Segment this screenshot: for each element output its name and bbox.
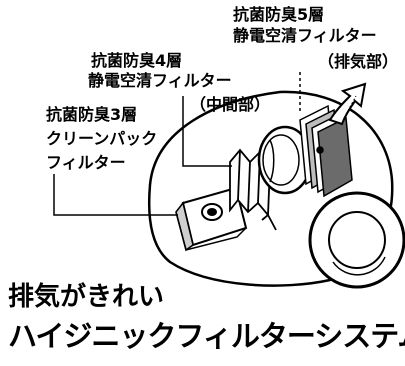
leader-layer3 xyxy=(53,174,178,216)
leader-layer4 xyxy=(182,96,232,167)
vacuum-wheel-hub xyxy=(328,211,386,269)
clean-pack-filter xyxy=(175,186,248,252)
label-layer5-title: 抗菌防臭5層 xyxy=(233,5,325,24)
caption-headline: 排気がきれい xyxy=(8,282,165,312)
label-layer3-name: クリーンパック xyxy=(46,129,158,148)
label-layer4-position: （中間部） xyxy=(190,95,271,114)
exhaust-filter-stack xyxy=(299,104,353,198)
label-layer3-name-cont: フィルター xyxy=(46,153,126,172)
label-layer5-position: （排気部） xyxy=(318,52,399,71)
exhaust-arrow-icon xyxy=(328,82,367,126)
caption-system-name: ハイジニックフィルターシステム xyxy=(8,319,405,353)
label-layer3-title: 抗菌防臭3層 xyxy=(46,105,138,124)
wheel-shade xyxy=(332,256,386,276)
label-layer4-name: 静電空清フィルター xyxy=(88,71,232,90)
leader-lines xyxy=(53,72,301,216)
label-layer4-title: 抗菌防臭4層 xyxy=(91,51,183,70)
label-layer5-name: 静電空清フィルター xyxy=(233,26,377,45)
